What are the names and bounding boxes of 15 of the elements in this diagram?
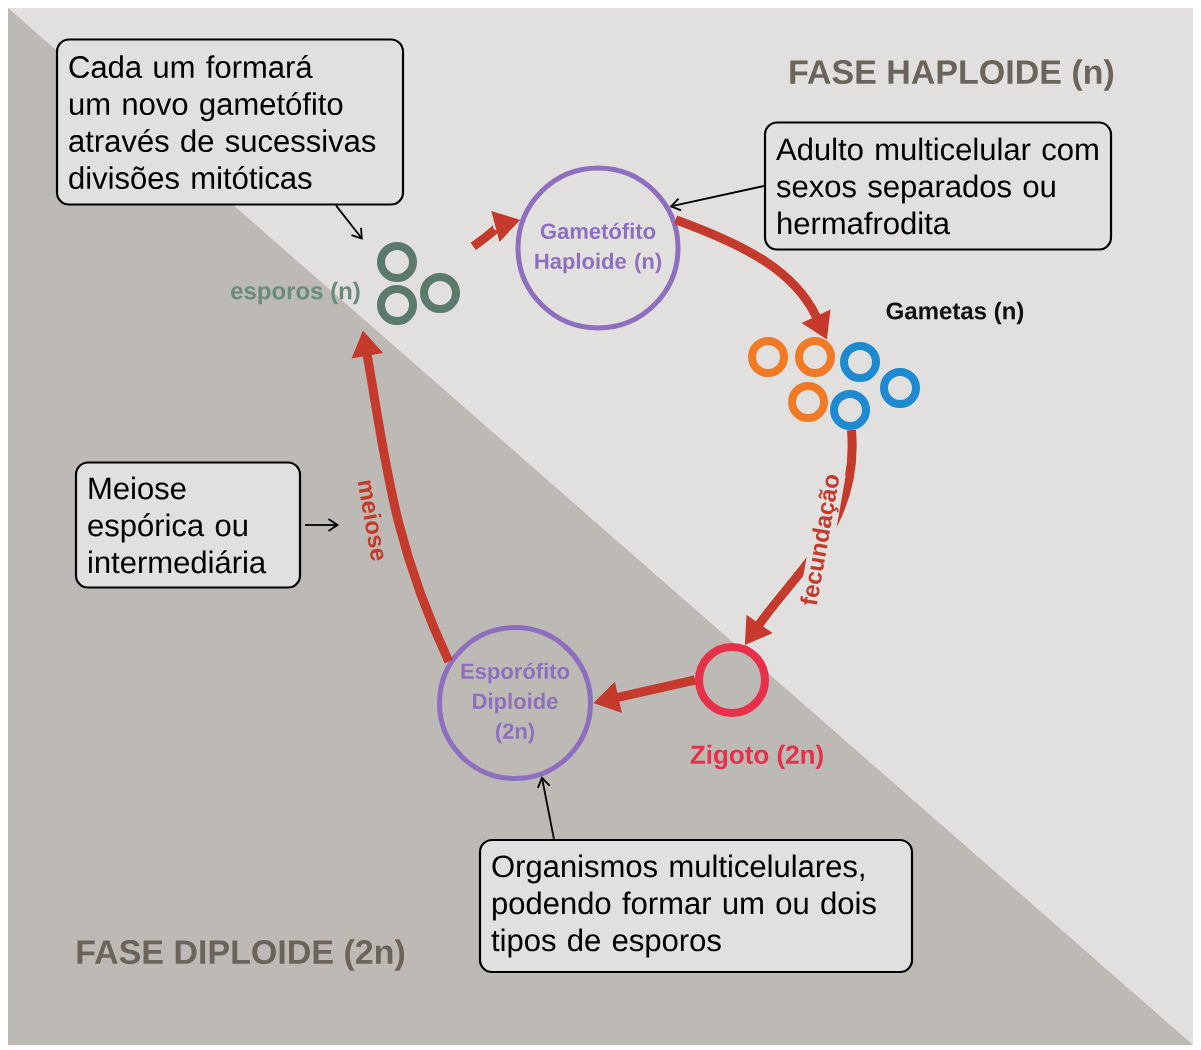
stage-label: Gametas (n) <box>886 301 1024 325</box>
stage-label: esporos (n) <box>231 281 360 305</box>
stage-label: Zigoto (2n) <box>690 744 823 770</box>
leader-arrow <box>335 204 363 240</box>
callout-box: Meiose espórica ou intermediária <box>74 461 302 589</box>
leader-arrow <box>304 518 340 532</box>
callout-box: Cada um formará um novo gametófito através de sucessivas divisões mitóticas <box>55 38 405 206</box>
edge-label: fecundação <box>798 471 846 609</box>
phase-title: FASE HAPLOIDE (n) <box>790 59 1114 91</box>
edge-label: meiose <box>356 476 391 564</box>
leader-arrow <box>536 776 555 840</box>
callout-box: Organismos multicelulares, podendo formar um ou dois tipos de esporos <box>478 838 914 974</box>
leader-arrow <box>669 185 765 212</box>
phase-title: FASE DIPLOIDE (2n) <box>77 939 405 971</box>
callout-box: Adulto multicelular com sexos separados ou hermafrodita <box>763 121 1113 251</box>
